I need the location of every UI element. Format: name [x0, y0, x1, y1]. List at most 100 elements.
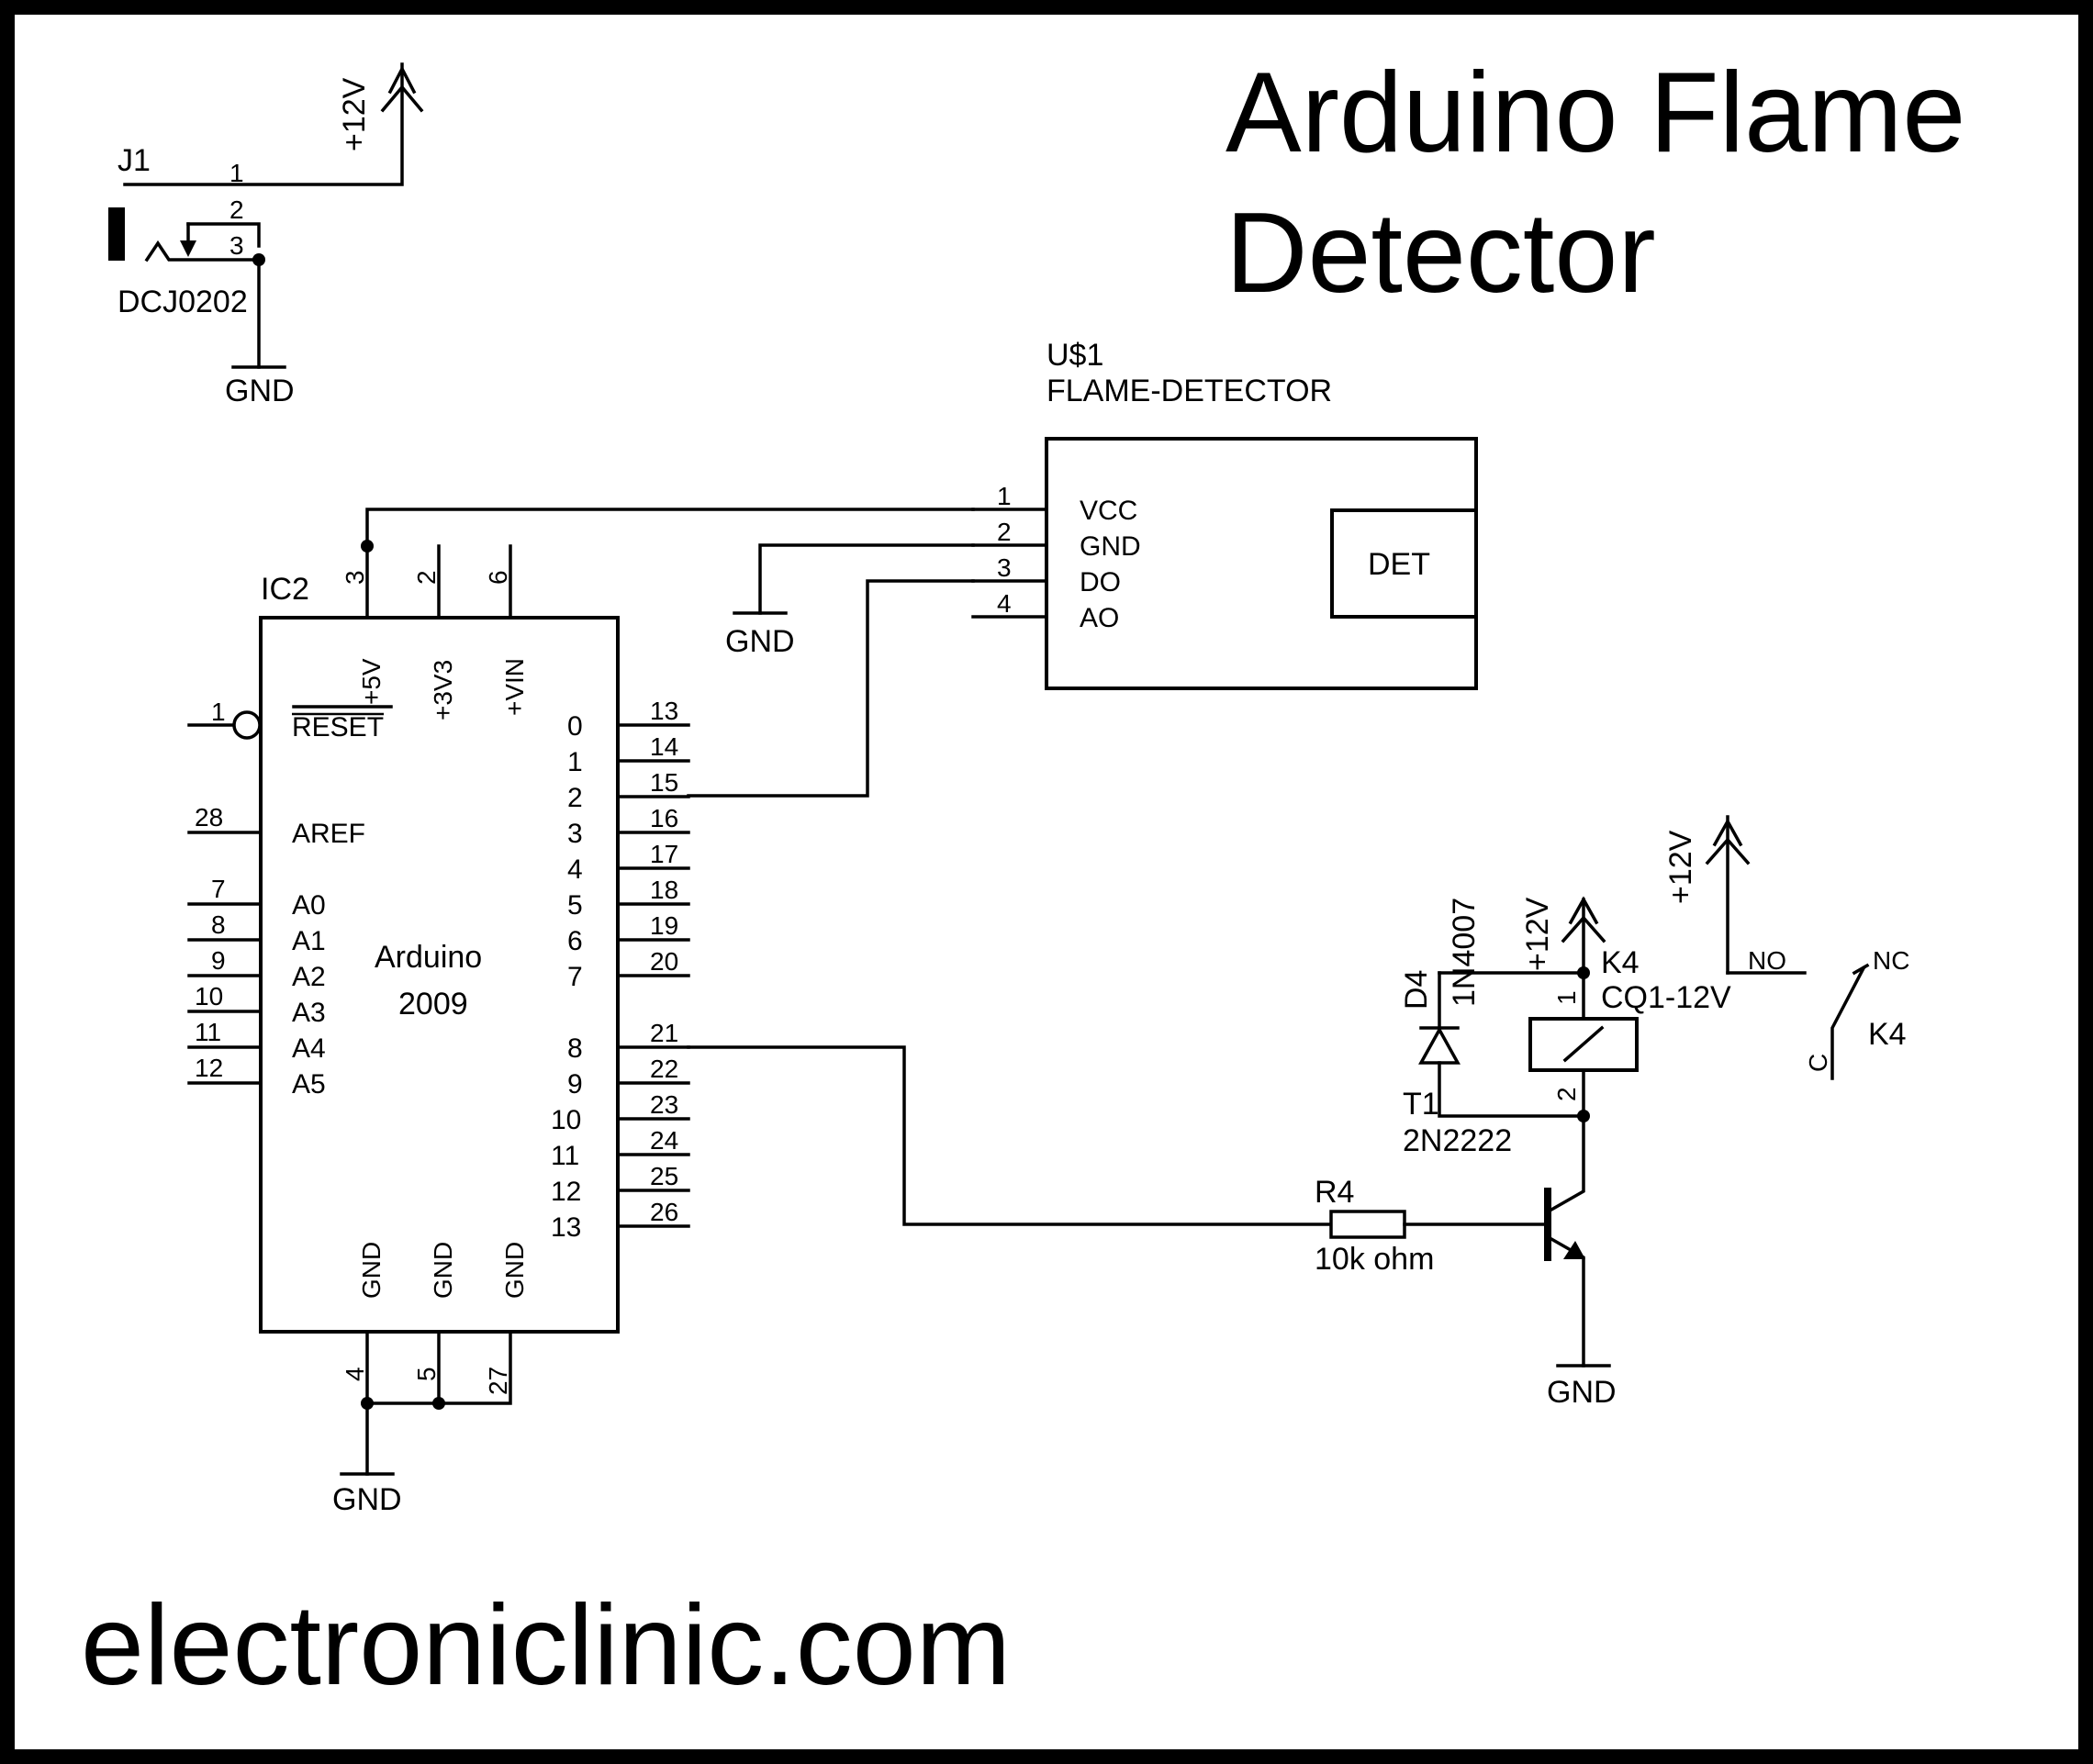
ic2-left-pin-num-1: 1: [211, 698, 226, 726]
ic2-pin-name-5v: +5V: [357, 658, 386, 705]
u1-pin-num-4: 4: [997, 589, 1012, 618]
k4-switch-12v-label: +12V: [1663, 830, 1698, 904]
ic2-pin-name-d9: 9: [567, 1069, 583, 1100]
ic2-ref: IC2: [261, 572, 309, 607]
ic2-pin-name-a1: A1: [292, 926, 326, 956]
ic2-pin-name-d2: 2: [567, 783, 583, 813]
k4-pin-1: 1: [1552, 990, 1581, 1005]
u1-pin-num-3: 3: [997, 553, 1012, 582]
wire-do-d2: [687, 579, 975, 798]
j1-value: DCJ0202: [118, 285, 248, 319]
title-line-2: Detector: [1226, 190, 1656, 317]
ic2-pin-name-reset: RESET: [292, 712, 384, 742]
d4-value: 1N4007: [1447, 898, 1482, 1007]
wire-5v-vcc: [365, 508, 975, 620]
u1-pin-name-ao: AO: [1080, 603, 1119, 633]
ic2-top-pin-num-2: 2: [412, 570, 441, 585]
t1-transistor: T1 2N2222 GND: [1403, 1087, 1617, 1410]
ic2-pin-name-d4: 4: [567, 854, 583, 885]
wire-d8-r4: [687, 1045, 1333, 1226]
ic2-name-line-1: Arduino: [375, 940, 482, 975]
k4-contact-c: C: [1804, 1054, 1832, 1072]
ic2-pin-name-gnd-3: GND: [500, 1242, 529, 1299]
ic2-pin-name-vin: +VIN: [500, 658, 529, 716]
k4-value: CQ1-12V: [1601, 980, 1731, 1015]
ic2-pin-name-gnd-2: GND: [429, 1242, 457, 1299]
ic2-pin-name-d12: 12: [551, 1177, 581, 1207]
k4-ref: K4: [1601, 945, 1640, 980]
j1-power-jack: J1 DCJ0202 1 2 3 +12V GND: [108, 62, 424, 408]
website-text: electroniclinic.com: [81, 1582, 1011, 1709]
t1-base-bar: [1544, 1188, 1551, 1261]
ic2-right-pin-num-26: 26: [650, 1198, 678, 1226]
u1-pin-num-1: 1: [997, 482, 1012, 510]
title-line-1: Arduino Flame: [1226, 50, 1965, 176]
j1-gnd-label: GND: [225, 374, 295, 408]
u1-gnd-label: GND: [725, 624, 795, 659]
j1-pin-2: 2: [229, 195, 244, 224]
ic2-top-pin-num-3: 3: [341, 570, 369, 585]
ic2-left-pin-num-7: 7: [211, 875, 226, 903]
ic2-left-pin-num-12: 12: [195, 1054, 223, 1082]
ic2-bottom-pin-num-4: 4: [341, 1367, 369, 1381]
u1-flame-detector: DET U$1 FLAME-DETECTOR 1 2 3 4 VCC GND D…: [725, 338, 1478, 690]
d4-diode: D4 1N4007: [1399, 898, 1585, 1118]
ic2-pin-name-d5: 5: [567, 890, 583, 921]
u1-pin-name-do: DO: [1080, 567, 1121, 597]
j1-12v-label: +12V: [337, 77, 372, 151]
r4-resistor: R4 10k ohm: [1315, 1175, 1550, 1277]
ic2-pin-name-d8: 8: [567, 1033, 583, 1064]
u1-pin-name-gnd: GND: [1080, 531, 1141, 562]
u1-pin-num-2: 2: [997, 518, 1012, 546]
ic2-right-pin-num-13: 13: [650, 697, 678, 725]
t1-gnd-label: GND: [1547, 1375, 1617, 1410]
ic2-pin-name-d7: 7: [567, 962, 583, 992]
ic2-pin-name-d6: 6: [567, 926, 583, 956]
ic2-right-pin-num-23: 23: [650, 1090, 678, 1119]
ic2-pin-name-d1: 1: [567, 747, 583, 777]
u1-value: FLAME-DETECTOR: [1046, 374, 1332, 408]
ic2-pin-name-gnd-1: GND: [357, 1242, 386, 1299]
u1-ref: U$1: [1046, 338, 1103, 373]
k4-switch-ref: K4: [1868, 1017, 1907, 1052]
ic2-pin-name-d10: 10: [551, 1105, 581, 1135]
k4-relay-coil: +12V K4 CQ1-12V 1 2: [1520, 896, 1731, 1122]
ic2-pin-name-d13: 13: [551, 1212, 581, 1243]
k4-12v-label: +12V: [1520, 897, 1555, 971]
j1-ref: J1: [118, 143, 151, 178]
k4-contact-no: NO: [1748, 946, 1786, 975]
j1-jack-body: [108, 207, 125, 261]
d4-ref: D4: [1399, 970, 1434, 1010]
ic2-pin-name-d0: 0: [567, 711, 583, 742]
k4-pin-2: 2: [1552, 1087, 1581, 1101]
ic2-name-line-2: 2009: [398, 987, 468, 1022]
ic2-left-pin-num-9: 9: [211, 946, 226, 975]
ic2-pin-name-a2: A2: [292, 962, 326, 992]
ic2-right-pin-num-25: 25: [650, 1162, 678, 1190]
ic2-left-pin-num-8: 8: [211, 910, 226, 939]
ic2-arduino: IC2 Arduino 2009 3 2 6 +5V +3V3 +VIN GND…: [187, 544, 690, 1517]
ic2-right-pin-num-17: 17: [650, 840, 678, 868]
ic2-right-pin-num-14: 14: [650, 732, 678, 761]
ic2-pin-name-a5: A5: [292, 1069, 326, 1100]
k4-contact-nc: NC: [1873, 946, 1909, 975]
ic2-right-pin-num-20: 20: [650, 947, 678, 976]
ic2-pin-name-a0: A0: [292, 890, 326, 921]
ic2-bottom-pin-num-27: 27: [484, 1367, 512, 1395]
ic2-pin-name-aref: AREF: [292, 819, 365, 849]
ic2-top-pin-num-6: 6: [484, 570, 512, 585]
ic2-left-pin-num-11: 11: [195, 1018, 221, 1046]
u1-pin-name-vcc: VCC: [1080, 496, 1137, 526]
r4-body: [1329, 1210, 1406, 1239]
k4-relay-switch: +12V NO NC C K4: [1663, 815, 1909, 1080]
ic2-left-pin-num-28: 28: [195, 803, 223, 832]
j1-pin-1: 1: [229, 159, 244, 187]
ic2-right-pin-num-24: 24: [650, 1126, 678, 1155]
r4-ref: R4: [1315, 1175, 1354, 1210]
j1-pin-3: 3: [229, 231, 244, 260]
ic2-right-pin-num-18: 18: [650, 876, 678, 904]
u1-det-box: [1330, 508, 1478, 619]
ic2-left-pin-num-10: 10: [195, 982, 223, 1010]
